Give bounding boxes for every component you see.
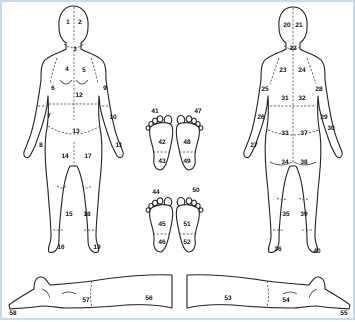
front-label-15: 15 xyxy=(65,211,73,218)
back-label-35: 35 xyxy=(282,211,290,218)
back-label-40: 40 xyxy=(313,248,321,255)
soles-bottom-figure: 44 45 46 50 51 52 xyxy=(146,187,203,252)
front-label-13: 13 xyxy=(72,128,80,135)
front-body-figure: 1 2 3 4 5 6 7 8 9 10 11 12 13 14 15 16 1… xyxy=(24,6,123,252)
sole-label-44: 44 xyxy=(152,189,160,196)
leg-label-56: 56 xyxy=(145,295,153,302)
back-label-32: 32 xyxy=(298,95,306,102)
front-label-14: 14 xyxy=(61,153,69,160)
front-label-2: 2 xyxy=(78,19,82,26)
sole-label-45: 45 xyxy=(158,221,166,228)
front-label-8: 8 xyxy=(39,142,43,149)
sole-label-51: 51 xyxy=(183,221,191,228)
leg-label-55: 55 xyxy=(340,310,348,317)
soles-top-figure: 41 42 43 47 48 49 xyxy=(146,108,203,170)
leg-label-54: 54 xyxy=(282,297,290,304)
back-label-34: 34 xyxy=(281,159,289,166)
front-label-19: 19 xyxy=(93,244,101,251)
back-label-28: 28 xyxy=(315,86,323,93)
front-label-10: 10 xyxy=(109,114,117,121)
back-label-39: 39 xyxy=(300,211,308,218)
sole-label-46: 46 xyxy=(158,239,166,246)
back-label-20: 20 xyxy=(283,22,291,29)
sole-label-43: 43 xyxy=(158,158,166,165)
sole-label-42: 42 xyxy=(158,139,166,146)
back-label-21: 21 xyxy=(295,22,303,29)
front-label-16: 16 xyxy=(57,244,65,251)
leg-label-53: 53 xyxy=(224,295,232,302)
front-label-18: 18 xyxy=(83,211,91,218)
front-label-1: 1 xyxy=(66,19,70,26)
front-label-4: 4 xyxy=(65,66,69,73)
back-label-22: 22 xyxy=(289,45,297,52)
sole-label-52: 52 xyxy=(183,239,191,246)
sole-label-50: 50 xyxy=(192,187,200,194)
back-label-30: 30 xyxy=(327,125,335,132)
back-body-figure: 20 21 22 23 24 25 26 27 28 29 30 31 32 3… xyxy=(244,7,342,255)
back-label-33: 33 xyxy=(281,130,289,137)
front-label-12: 12 xyxy=(75,92,83,99)
back-label-31: 31 xyxy=(281,95,289,102)
front-label-9: 9 xyxy=(103,85,107,92)
back-label-37: 37 xyxy=(300,130,308,137)
sole-label-47: 47 xyxy=(194,108,202,115)
sole-label-41: 41 xyxy=(151,108,159,115)
front-label-17: 17 xyxy=(84,153,92,160)
back-label-27: 27 xyxy=(250,142,258,149)
front-label-7: 7 xyxy=(47,113,51,120)
leg-label-57: 57 xyxy=(82,297,90,304)
leg-label-58: 58 xyxy=(9,310,17,317)
back-label-29: 29 xyxy=(320,114,328,121)
front-label-3: 3 xyxy=(73,46,77,53)
legs-side-figure: 57 56 58 53 54 55 xyxy=(9,275,350,317)
back-label-36: 36 xyxy=(274,246,282,253)
sole-label-48: 48 xyxy=(183,139,191,146)
back-label-26: 26 xyxy=(257,114,265,121)
sole-label-49: 49 xyxy=(183,158,191,165)
front-label-11: 11 xyxy=(116,142,123,149)
front-label-6: 6 xyxy=(51,85,55,92)
back-label-24: 24 xyxy=(298,67,306,74)
back-label-38: 38 xyxy=(300,159,308,166)
back-label-25: 25 xyxy=(261,86,269,93)
back-label-23: 23 xyxy=(279,67,287,74)
front-label-5: 5 xyxy=(82,67,86,74)
